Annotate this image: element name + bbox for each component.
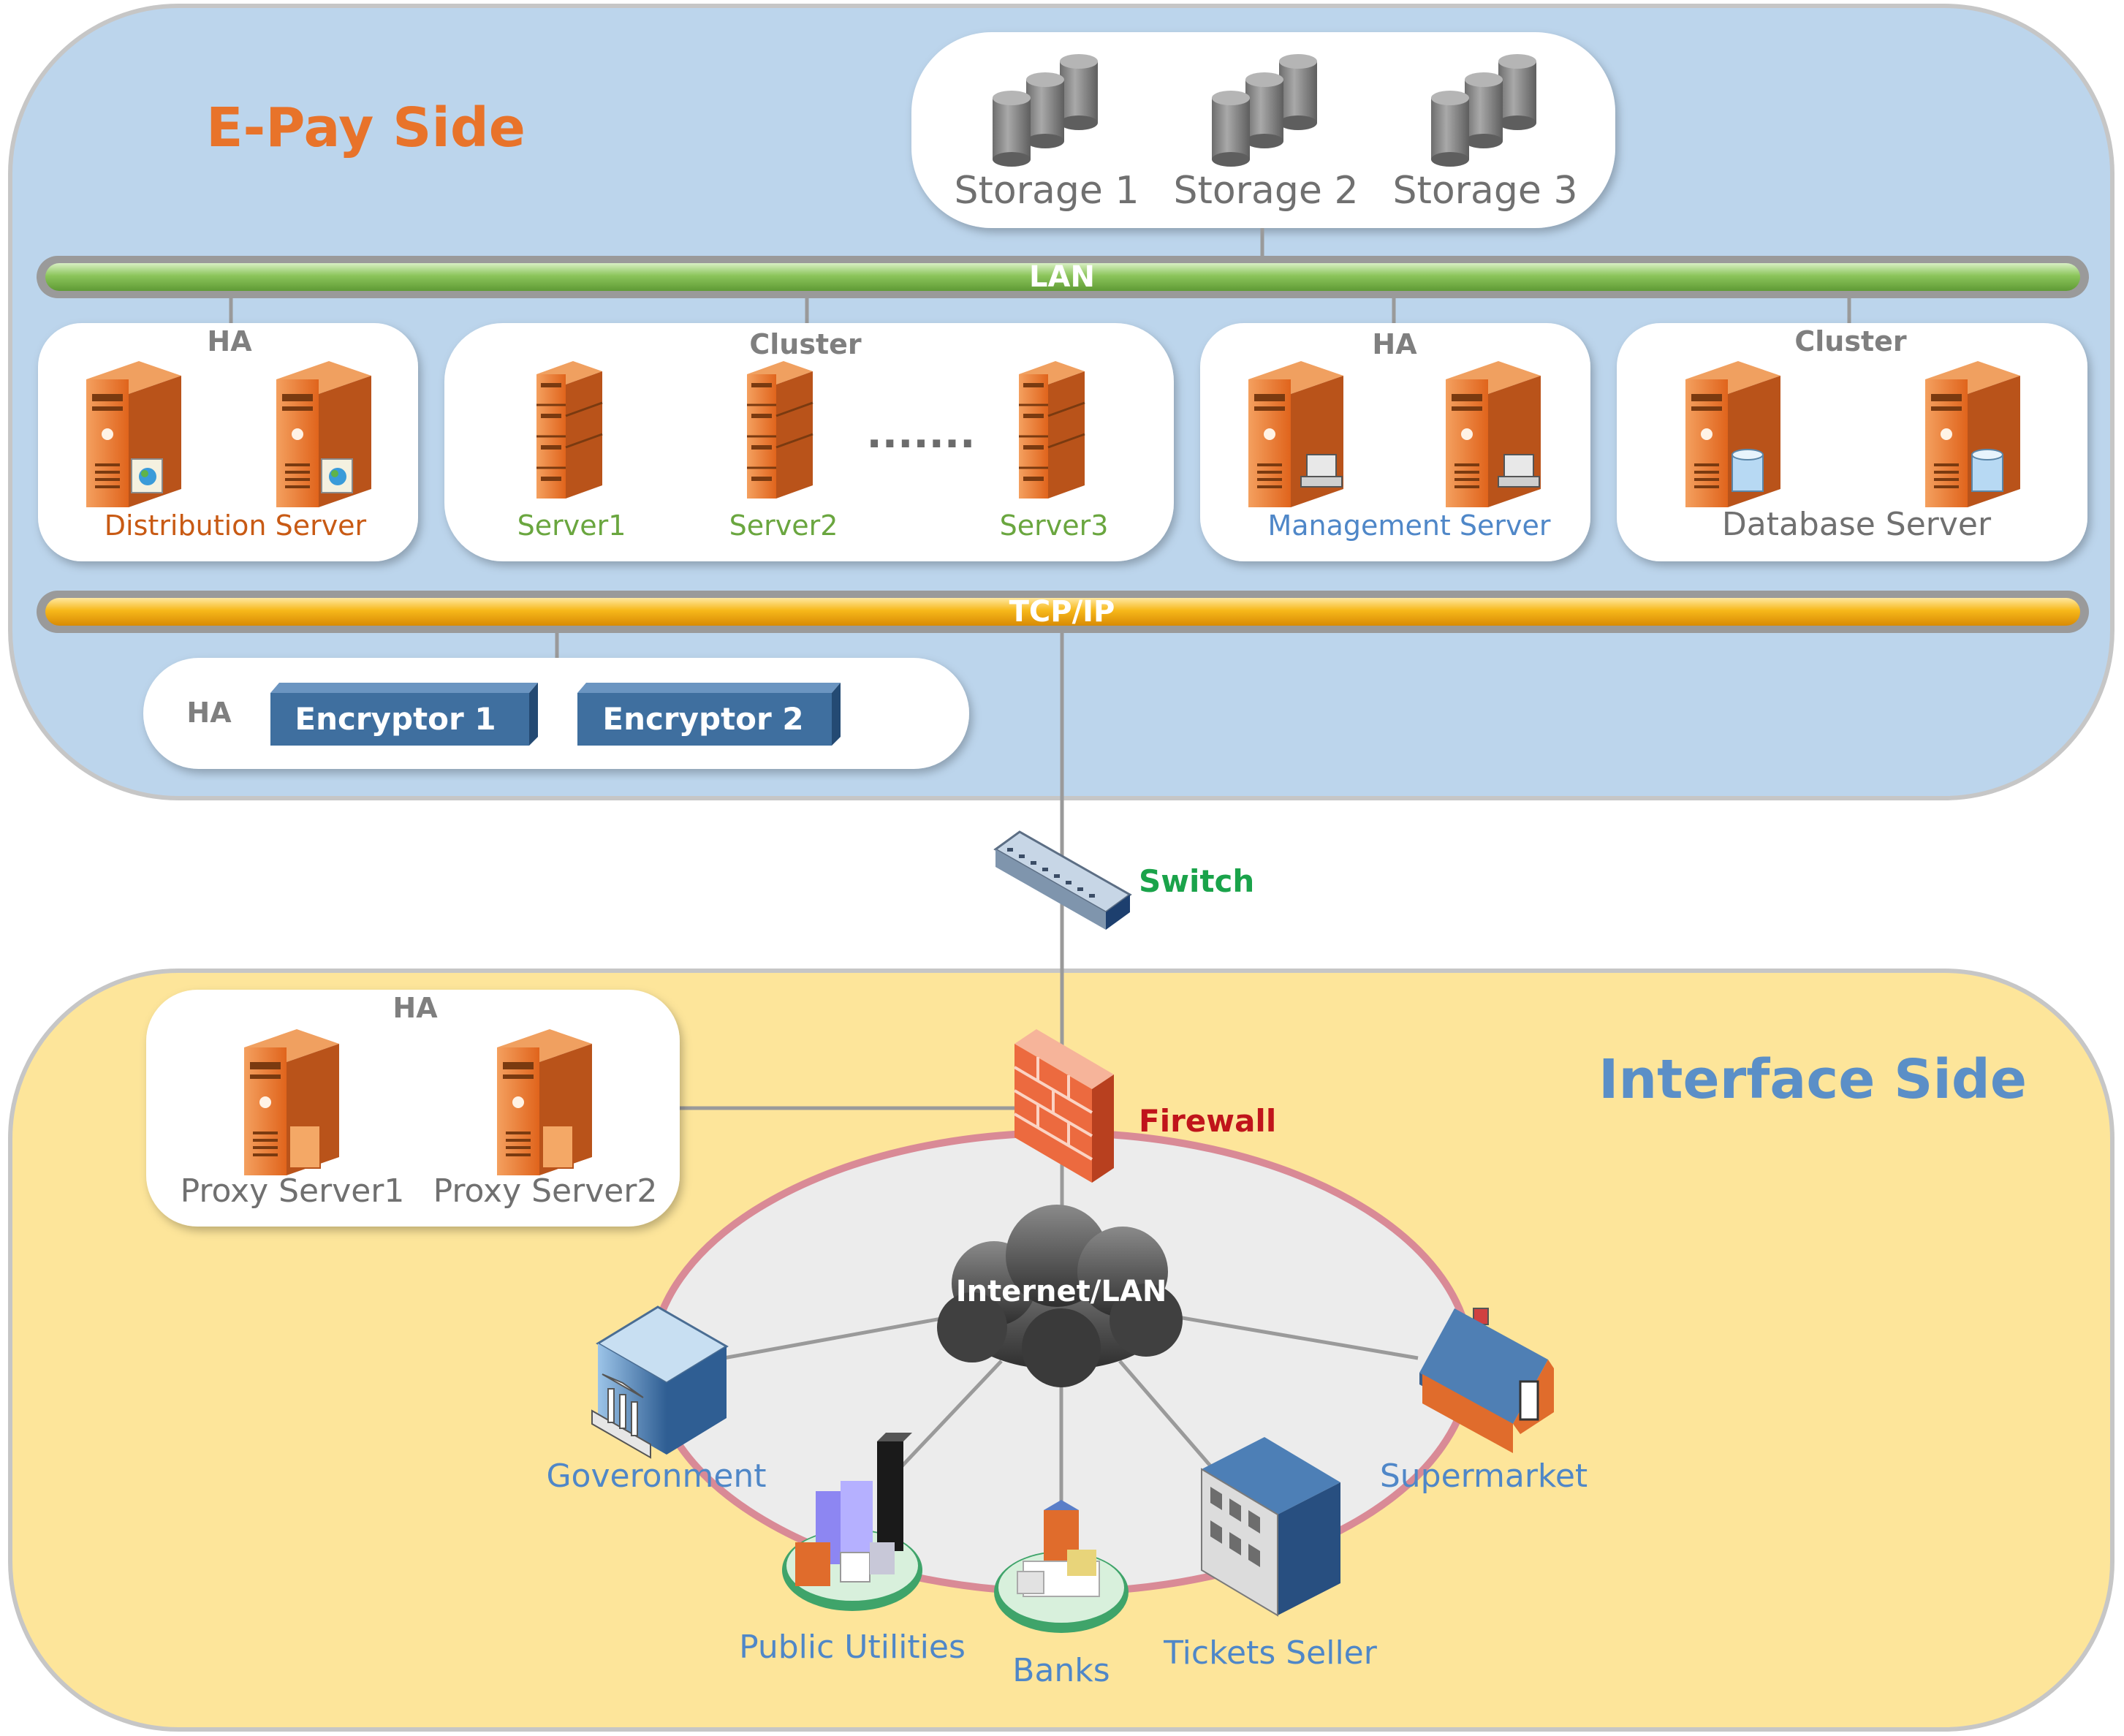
server-ellipsis: ....... (867, 410, 976, 458)
switch-label: Switch (1139, 863, 1254, 899)
database-server-2-icon[interactable] (1925, 361, 2020, 507)
government-icon[interactable] (591, 1305, 729, 1459)
server2-label: Server2 (729, 509, 838, 542)
server3-label: Server3 (1000, 509, 1109, 542)
management-server-1-icon[interactable] (1248, 361, 1343, 507)
proxy-server-2-label: Proxy Server2 (433, 1172, 658, 1210)
server3-icon[interactable] (1017, 360, 1086, 500)
encryptor-2-box[interactable]: Encryptor 2 (577, 683, 841, 746)
switch-icon[interactable] (993, 830, 1132, 930)
internet-cloud-icon[interactable] (937, 1205, 1183, 1387)
encryptor-1-label: Encryptor 1 (295, 701, 496, 737)
server-cluster-label: Cluster (749, 328, 862, 360)
epay-side-title: E-Pay Side (206, 96, 526, 159)
distribution-server-label: Distribution Server (105, 509, 367, 542)
encryptor-group (143, 658, 969, 769)
interface-side-title: Interface Side (1598, 1048, 2027, 1111)
storage-2-label: Storage 2 (1173, 169, 1358, 213)
server2-icon[interactable] (746, 360, 814, 500)
government-label: Goveronment (546, 1458, 766, 1495)
banks-label: Banks (1012, 1652, 1110, 1689)
proxy-server-1-label: Proxy Server1 (181, 1172, 405, 1210)
database-cluster-label: Cluster (1794, 325, 1907, 357)
lan-connectors (229, 228, 1851, 323)
database-server-1-icon[interactable] (1685, 361, 1780, 507)
proxy-ha-label: HA (392, 992, 438, 1024)
database-server-label: Database Server (1722, 506, 1992, 543)
tickets-seller-label: Tickets Seller (1163, 1634, 1378, 1672)
management-server-2-icon[interactable] (1446, 361, 1541, 507)
management-server-label: Management Server (1267, 509, 1550, 542)
server1-icon[interactable] (535, 360, 604, 500)
network-spokes (723, 1314, 1419, 1506)
tickets-seller-icon[interactable] (1201, 1437, 1340, 1617)
encryptor-2-label: Encryptor 2 (602, 701, 803, 737)
internet-lan-label: Internet/LAN (956, 1275, 1167, 1308)
distribution-server-2-icon[interactable] (276, 361, 371, 507)
lan-label: LAN (1029, 260, 1095, 294)
management-ha-label: HA (1372, 328, 1417, 360)
supermarket-label: Supermarket (1380, 1458, 1588, 1495)
distribution-ha-label: HA (207, 325, 252, 357)
storage-1-label: Storage 1 (954, 169, 1139, 213)
public-utilities-label: Public Utilities (739, 1629, 966, 1666)
distribution-server-1-icon[interactable] (86, 361, 181, 507)
proxy-server-1-icon[interactable] (244, 1029, 339, 1175)
proxy-server-2-icon[interactable] (497, 1029, 592, 1175)
encryptor-ha-label: HA (186, 697, 232, 729)
supermarket-icon[interactable] (1419, 1308, 1554, 1453)
banks-icon[interactable] (994, 1500, 1129, 1633)
encryptor-1-box[interactable]: Encryptor 1 (270, 683, 538, 746)
firewall-label: Firewall (1139, 1103, 1276, 1139)
public-utilities-icon[interactable] (782, 1433, 922, 1611)
storage-3-label: Storage 3 (1392, 169, 1577, 213)
server1-label: Server1 (517, 509, 626, 542)
firewall-icon[interactable] (1013, 1029, 1114, 1183)
tcpip-label: TCP/IP (1009, 595, 1115, 629)
